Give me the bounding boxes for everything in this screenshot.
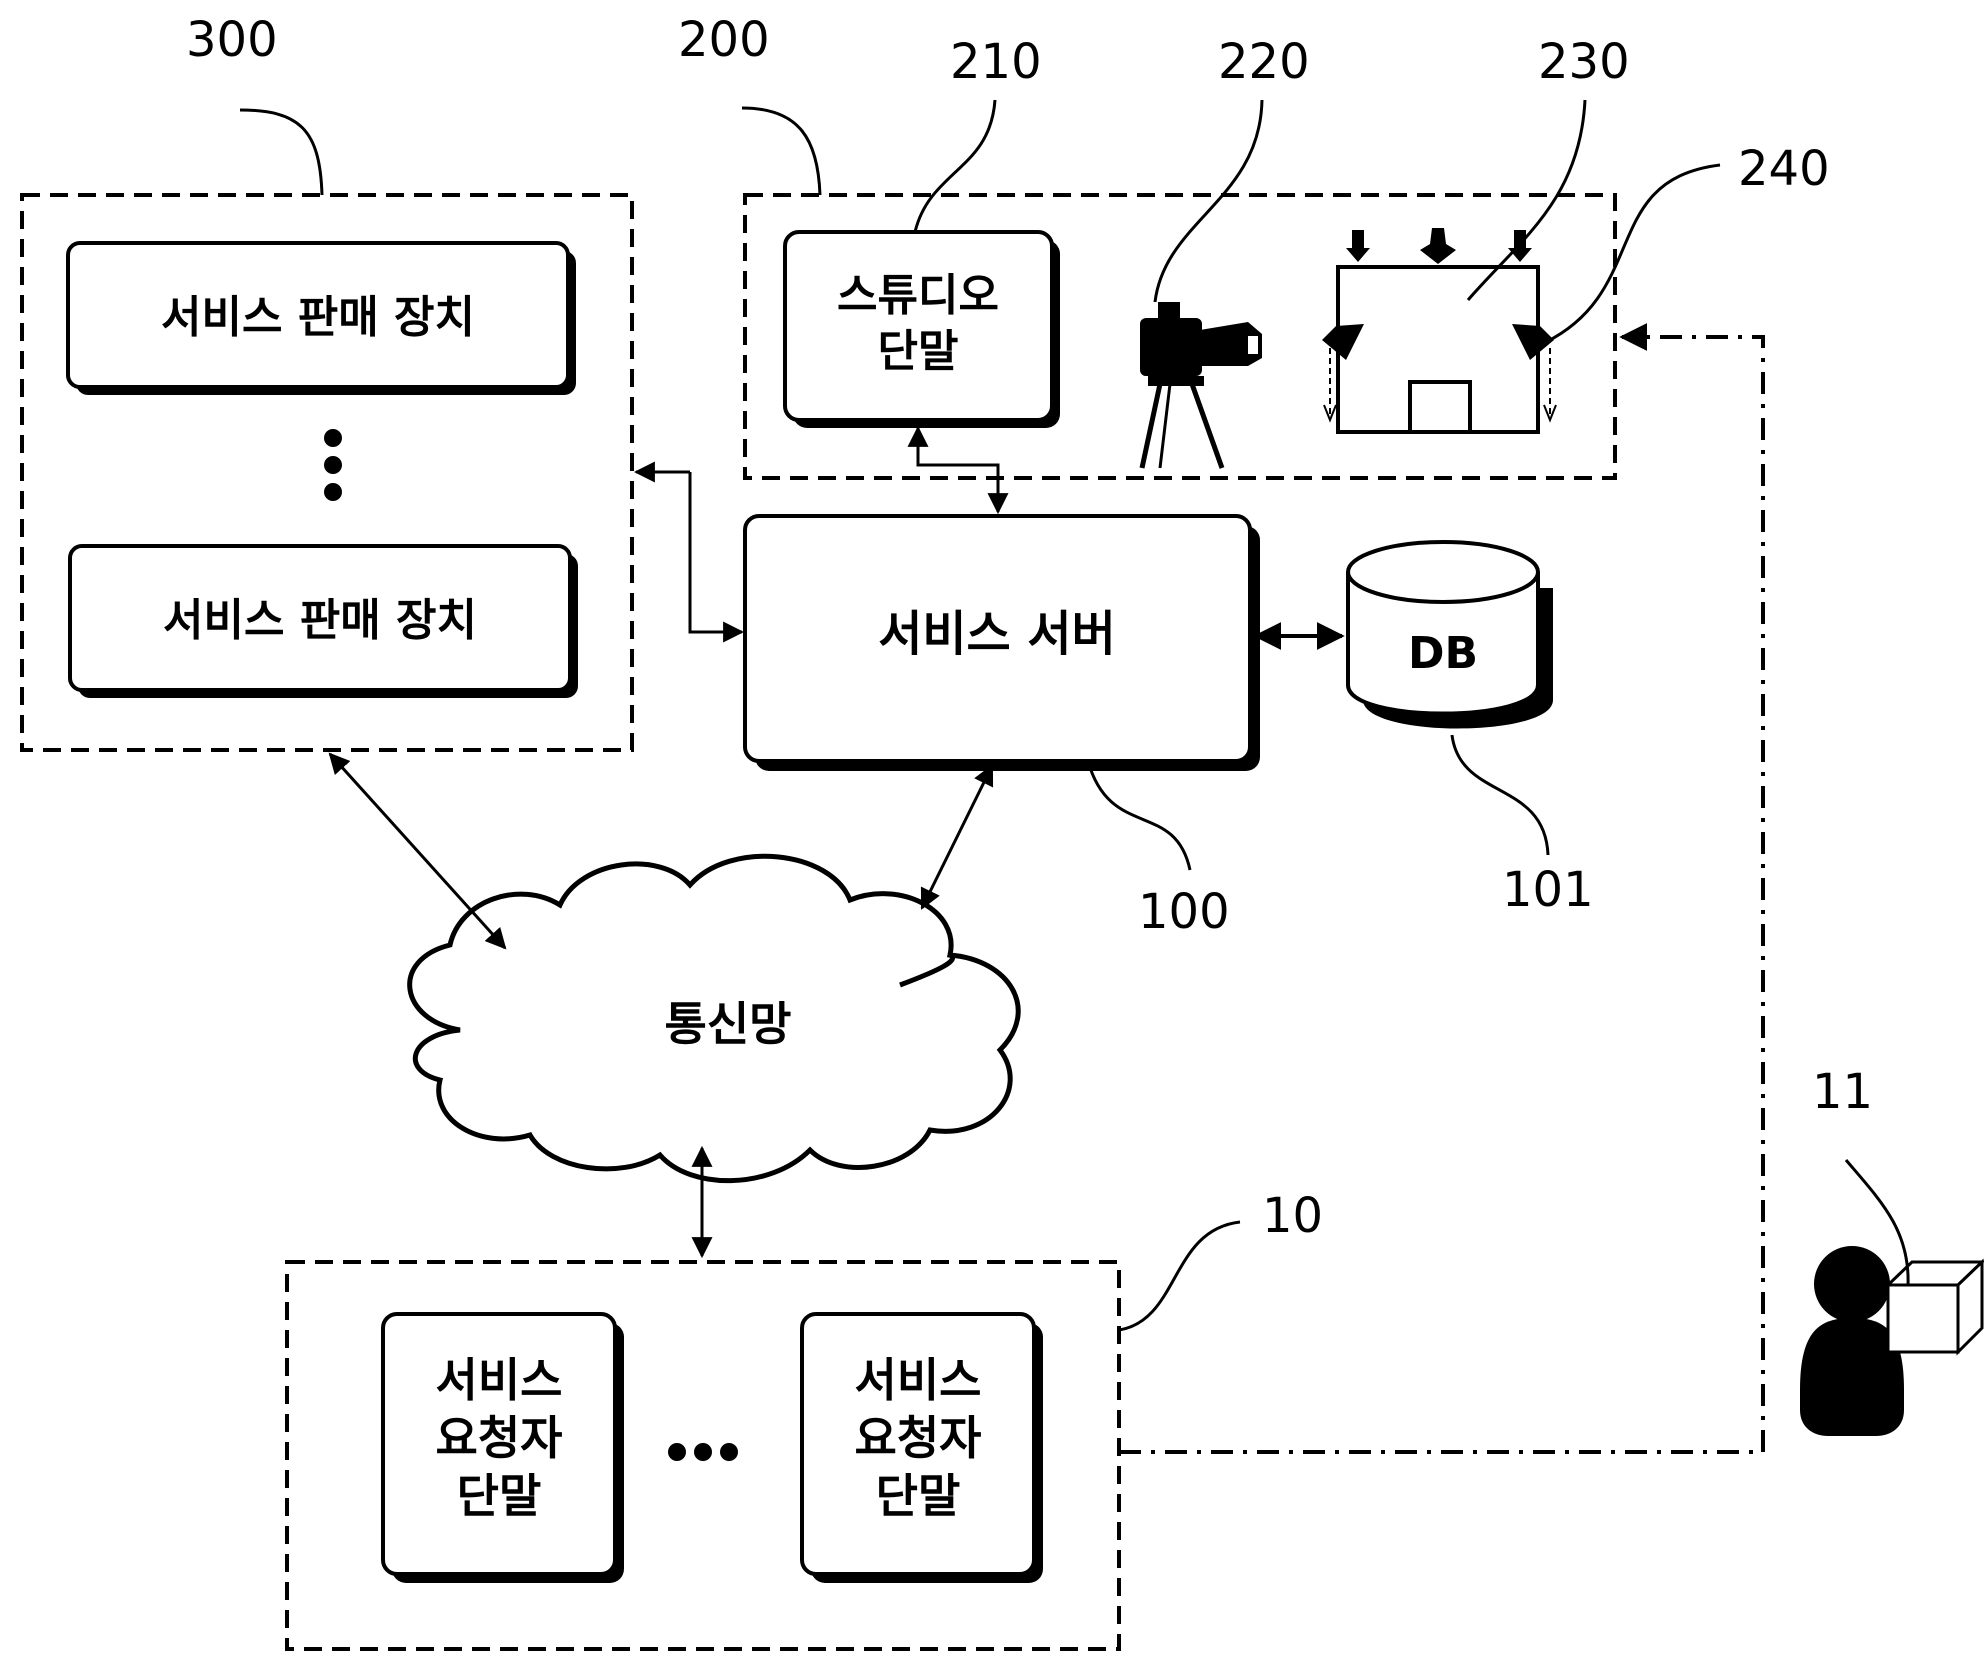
seller-group-boundary bbox=[20, 193, 634, 752]
studio-terminal-line2: 단말 bbox=[878, 326, 959, 377]
server-network-link bbox=[920, 764, 994, 910]
seller-device-top: 서비스 판매 장치 bbox=[66, 241, 576, 395]
ref-240: 240 bbox=[1738, 141, 1830, 197]
leader-230 bbox=[1466, 99, 1587, 301]
leader-10 bbox=[1118, 1220, 1241, 1332]
ref-230: 230 bbox=[1538, 34, 1630, 90]
ref-11: 11 bbox=[1812, 1064, 1873, 1120]
requester-right-line1: 서비스 bbox=[855, 1353, 982, 1407]
leader-11 bbox=[1844, 1159, 1910, 1286]
ref-200: 200 bbox=[678, 12, 770, 68]
database-label: DB bbox=[1408, 628, 1478, 679]
ref-300: 300 bbox=[186, 12, 278, 68]
requester-left-line3: 단말 bbox=[457, 1469, 542, 1523]
horizontal-ellipsis bbox=[668, 1443, 738, 1461]
ref-210: 210 bbox=[950, 34, 1042, 90]
leader-200 bbox=[741, 106, 822, 196]
leader-300 bbox=[239, 108, 324, 196]
ref-100: 100 bbox=[1138, 884, 1230, 940]
studio-group-boundary bbox=[743, 193, 1617, 480]
seller-device-bottom: 서비스 판매 장치 bbox=[68, 544, 578, 698]
studio-terminal: 스튜디오 단말 bbox=[783, 230, 1060, 428]
requester-studio-delivery-path bbox=[1119, 323, 1765, 1454]
studio-terminal-line1: 스튜디오 bbox=[837, 270, 999, 321]
service-server-label: 서비스 서버 bbox=[878, 606, 1116, 662]
leader-100 bbox=[1086, 760, 1192, 871]
ref-10: 10 bbox=[1262, 1188, 1323, 1244]
seller-server-link bbox=[688, 472, 745, 643]
service-server: 서비스 서버 bbox=[743, 514, 1260, 771]
network-label: 통신망 bbox=[665, 997, 792, 1051]
leader-101 bbox=[1450, 734, 1550, 856]
requester-right-line2: 요청자 bbox=[855, 1411, 982, 1465]
person-with-product-icon bbox=[1800, 1246, 1984, 1436]
seller-device-top-label: 서비스 판매 장치 bbox=[161, 292, 475, 343]
ref-220: 220 bbox=[1218, 34, 1310, 90]
requester-group-boundary bbox=[285, 1260, 1121, 1651]
requester-left-line1: 서비스 bbox=[436, 1353, 563, 1407]
leader-220 bbox=[1153, 99, 1264, 303]
leader-210 bbox=[913, 99, 997, 233]
requester-left-line2: 요청자 bbox=[436, 1411, 563, 1465]
studio-booth-icon bbox=[1322, 228, 1557, 434]
seller-network-link bbox=[328, 752, 507, 950]
requester-right-line3: 단말 bbox=[876, 1469, 961, 1523]
ref-101: 101 bbox=[1502, 862, 1594, 918]
requester-terminal-right: 서비스 요청자 단말 bbox=[800, 1312, 1043, 1583]
vertical-ellipsis bbox=[324, 429, 342, 501]
requester-terminal-left: 서비스 요청자 단말 bbox=[381, 1312, 624, 1583]
leader-240 bbox=[1545, 163, 1721, 344]
network-cloud: 통신망 bbox=[407, 853, 1021, 1184]
seller-device-bottom-label: 서비스 판매 장치 bbox=[163, 595, 477, 646]
camera-icon bbox=[1139, 302, 1262, 469]
database-icon: DB bbox=[1346, 540, 1553, 729]
